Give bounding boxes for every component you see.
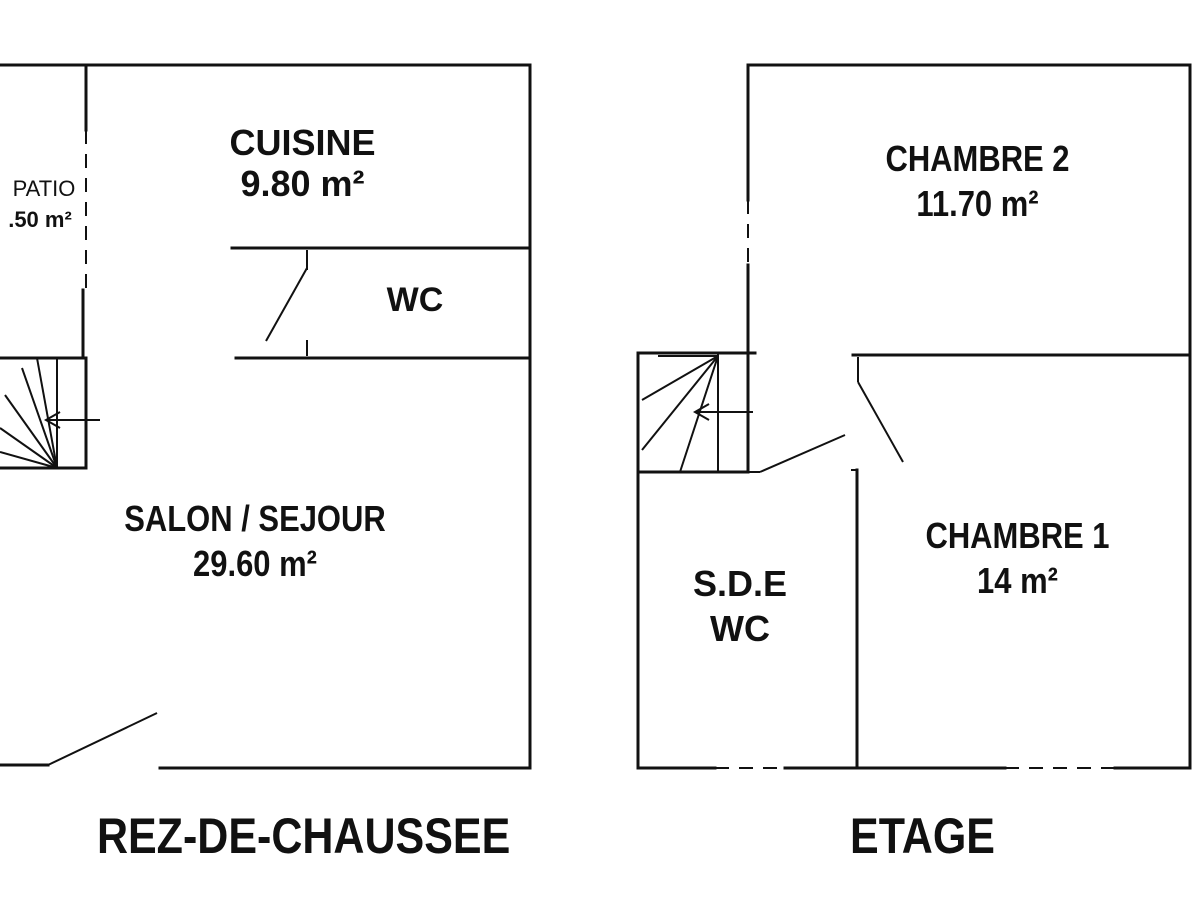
cuisine-area: 9.80 m²	[240, 163, 365, 205]
chambre1-door	[857, 381, 904, 463]
chambre1-label: CHAMBRE 1 14 m²	[921, 515, 1115, 602]
ground-floor-walls	[0, 63, 532, 770]
upper-staircase	[636, 351, 757, 474]
cuisine-name: CUISINE	[229, 122, 376, 163]
sde-door	[759, 434, 846, 473]
salon-name: SALON / SEJOUR	[124, 498, 386, 539]
patio-area: .50 m²	[8, 207, 72, 233]
ground-staircase	[0, 356, 100, 470]
wc-label: WC	[360, 281, 470, 320]
sde-label: S.D.E WC	[675, 563, 805, 650]
ground-floor-title-text: REZ-DE-CHAUSSEE	[96, 808, 511, 864]
chambre1-name: CHAMBRE 1	[925, 515, 1110, 556]
cuisine-label: CUISINE 9.80 m²	[200, 122, 405, 205]
patio-name: PATIO	[12, 176, 76, 201]
salon-area: 29.60 m²	[193, 543, 317, 585]
chambre1-area: 14 m²	[977, 560, 1058, 602]
wc-name: WC	[386, 281, 444, 319]
chambre2-area: 11.70 m²	[916, 183, 1039, 225]
upper-floor-walls	[636, 63, 1192, 770]
salon-label: SALON / SEJOUR 29.60 m²	[122, 498, 389, 585]
sde-name2: WC	[710, 608, 770, 650]
upper-floor-title-text: ETAGE	[850, 808, 995, 864]
upper-floor-title: ETAGE	[843, 808, 1002, 866]
entrance-door	[47, 712, 158, 766]
chambre2-name: CHAMBRE 2	[885, 138, 1070, 179]
chambre2-label: CHAMBRE 2 11.70 m²	[872, 138, 1083, 225]
patio-label: PATIO .50 m²	[0, 176, 80, 233]
wc-door	[265, 267, 308, 342]
ground-floor-title: REZ-DE-CHAUSSEE	[96, 808, 511, 866]
sde-name: S.D.E	[692, 563, 788, 604]
